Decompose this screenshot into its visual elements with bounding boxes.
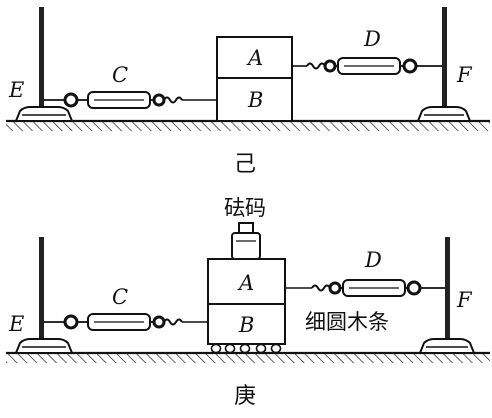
block-stack-top xyxy=(216,36,293,122)
stand-e-top xyxy=(14,7,74,122)
stand-f-bottom xyxy=(418,237,476,354)
label-b-top: B xyxy=(247,88,263,112)
label-d-bottom: D xyxy=(364,248,382,272)
label-a-top: A xyxy=(246,46,263,70)
label-a-bottom: A xyxy=(237,271,254,295)
stand-f-top xyxy=(416,7,472,122)
label-c-bottom: C xyxy=(112,285,128,309)
figure-top: A B C D E F 己 xyxy=(6,7,490,177)
label-b-bottom: B xyxy=(238,313,254,337)
caption-top: 己 xyxy=(234,152,256,177)
label-e-top: E xyxy=(8,78,24,102)
spring-scale-c-bottom xyxy=(44,313,183,331)
ground-top xyxy=(6,119,490,131)
label-c-top: C xyxy=(112,63,128,87)
label-f-bottom: F xyxy=(456,288,473,312)
wooden-rods xyxy=(210,343,282,354)
block-stack-bottom xyxy=(207,258,286,345)
stand-e-bottom xyxy=(14,237,74,354)
spring-scale-d-top xyxy=(306,57,442,75)
weight-icon xyxy=(231,222,261,260)
label-d-top: D xyxy=(363,27,381,51)
label-f-top: F xyxy=(456,63,473,87)
figure-bottom: A B C D E F 砝码 细圆木条 庚 xyxy=(6,196,490,409)
caption-bottom: 庚 xyxy=(234,384,256,409)
rods-label: 细圆木条 xyxy=(305,310,389,334)
label-e-bottom: E xyxy=(8,312,24,336)
weight-label: 砝码 xyxy=(224,196,266,220)
spring-scale-d-bottom xyxy=(311,279,445,297)
spring-scale-c-top xyxy=(44,91,183,109)
ground-bottom xyxy=(6,351,490,363)
